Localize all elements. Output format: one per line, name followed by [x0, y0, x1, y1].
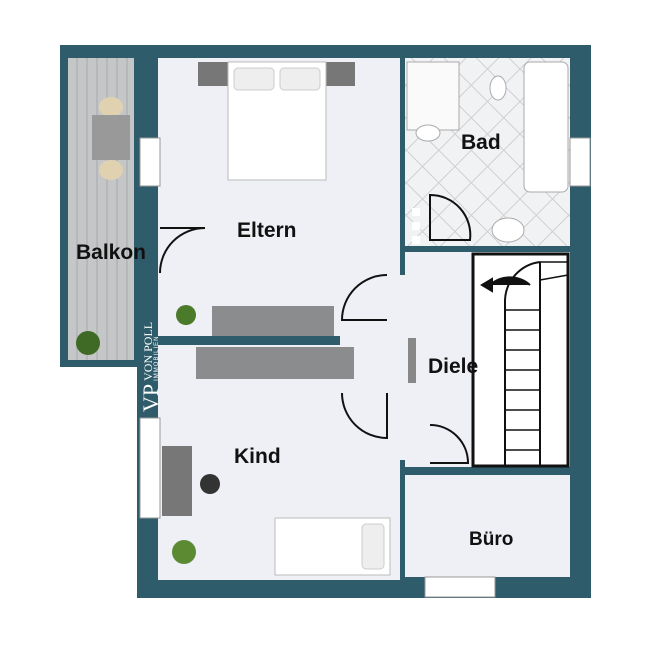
nightstand	[325, 62, 355, 86]
plant-icon	[172, 540, 196, 564]
window	[139, 417, 161, 519]
chair	[99, 160, 123, 180]
room-label-eltern: Eltern	[237, 219, 297, 242]
desk	[162, 446, 192, 516]
chair	[99, 97, 123, 117]
wardrobe	[196, 347, 354, 379]
door-swing	[429, 424, 470, 464]
wardrobe	[212, 306, 334, 336]
nightstand	[198, 62, 228, 86]
shelf	[408, 338, 416, 383]
shower	[406, 61, 460, 131]
door-swing	[341, 392, 388, 440]
plant-icon	[76, 331, 100, 355]
sink	[491, 217, 525, 243]
toilet	[489, 75, 507, 101]
room-label-buero: Büro	[469, 529, 514, 550]
door-swing	[429, 193, 472, 241]
toilet	[415, 124, 441, 142]
staircase	[471, 252, 570, 468]
logo-mark: VP	[138, 383, 163, 412]
arrow-icon	[480, 276, 531, 293]
room-label-kind: Kind	[234, 445, 281, 468]
window	[139, 137, 161, 187]
window	[424, 576, 496, 598]
logo-name: VON POLL	[141, 321, 155, 381]
logo-sub: IMMOBILIEN	[154, 335, 160, 381]
chair	[200, 474, 220, 494]
room-label-bad: Bad	[461, 131, 501, 154]
logo: VP VON POLL IMMOBILIEN	[137, 302, 165, 412]
room-label-balkon: Balkon	[76, 241, 147, 264]
window	[569, 137, 591, 187]
room-buero	[405, 475, 570, 577]
door-swing	[159, 227, 206, 274]
bathtub	[523, 61, 569, 193]
plant-icon	[176, 305, 196, 325]
door-swing	[340, 274, 388, 321]
room-label-diele: Diele	[428, 355, 479, 378]
table	[92, 115, 130, 160]
